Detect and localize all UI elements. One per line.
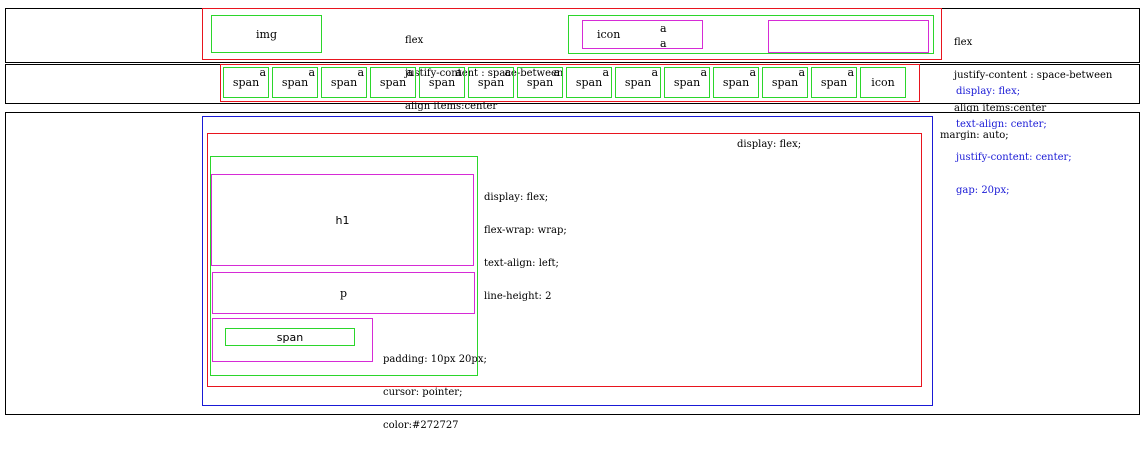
flex-note: display: flex; [737, 139, 802, 150]
main-flex-container [207, 133, 922, 387]
header-icon-label: icon [597, 28, 621, 41]
header-right-note: flex justify-content : space-between ali… [954, 37, 1113, 114]
paragraph-p-box: p [212, 272, 475, 314]
header-container [202, 8, 942, 60]
nav-icon-item[interactable]: icon [860, 67, 906, 98]
nav-item-label: icon [871, 76, 895, 89]
nav-item-link[interactable]: a [798, 66, 805, 79]
nav-item-link[interactable]: a [651, 66, 658, 79]
nav-item-link[interactable]: a [308, 66, 315, 79]
button-wrapper[interactable] [212, 318, 373, 362]
nav-item-label: span [428, 76, 456, 89]
nav-item-label: span [673, 76, 701, 89]
nav-item-link[interactable]: a [749, 66, 756, 79]
nav-item-label: span [281, 76, 309, 89]
nav-item-link[interactable]: a [847, 66, 854, 79]
paragraph-p-label: p [339, 286, 348, 300]
logo-img-box: img [211, 15, 322, 53]
heading-h1-label: h1 [335, 213, 350, 227]
nav-item-link[interactable]: a [700, 66, 707, 79]
nav-item-link[interactable]: a [259, 66, 266, 79]
header-link-a-top[interactable]: a [660, 22, 667, 35]
main-centered-container [202, 116, 933, 406]
nav-item-label: span [477, 76, 505, 89]
nav-item-label: span [330, 76, 358, 89]
nav-item-label: span [379, 76, 407, 89]
span-button[interactable]: span [225, 328, 355, 346]
header-right-group [568, 15, 934, 54]
nav-item-link[interactable]: a [406, 66, 413, 79]
nav-item-label: span [624, 76, 652, 89]
nav-item-label: span [722, 76, 750, 89]
nav-item-link[interactable]: a [602, 66, 609, 79]
nav-item-link[interactable]: a [357, 66, 364, 79]
logo-img-label: img [256, 27, 277, 41]
nav-item-label: span [575, 76, 603, 89]
content-column [210, 156, 478, 376]
column-note: display: flex; flex-wrap: wrap; text-ali… [484, 192, 567, 302]
nav-item-label: span [820, 76, 848, 89]
nav-item-link[interactable]: a [455, 66, 462, 79]
header-right-empty-box [768, 20, 929, 53]
nav-item-label: span [526, 76, 554, 89]
nav-note: display: flex; text-align: center; justi… [956, 86, 1072, 196]
margin-note: margin: auto; [940, 130, 1009, 141]
main-frame [5, 112, 1140, 415]
button-note: padding: 10px 20px; cursor: pointer; col… [383, 354, 487, 431]
span-button-label: span [276, 330, 304, 344]
header-link-a-bottom[interactable]: a [660, 37, 667, 50]
nav-item-label: span [232, 76, 260, 89]
header-icon-box[interactable]: icon a a [582, 20, 703, 50]
nav-item-label: span [771, 76, 799, 89]
nav-item-link[interactable]: a [553, 66, 560, 79]
heading-h1-box: h1 [211, 174, 474, 266]
header-center-note: flex justify-content : space-between ali… [405, 35, 564, 112]
nav-item-link[interactable]: a [504, 66, 511, 79]
